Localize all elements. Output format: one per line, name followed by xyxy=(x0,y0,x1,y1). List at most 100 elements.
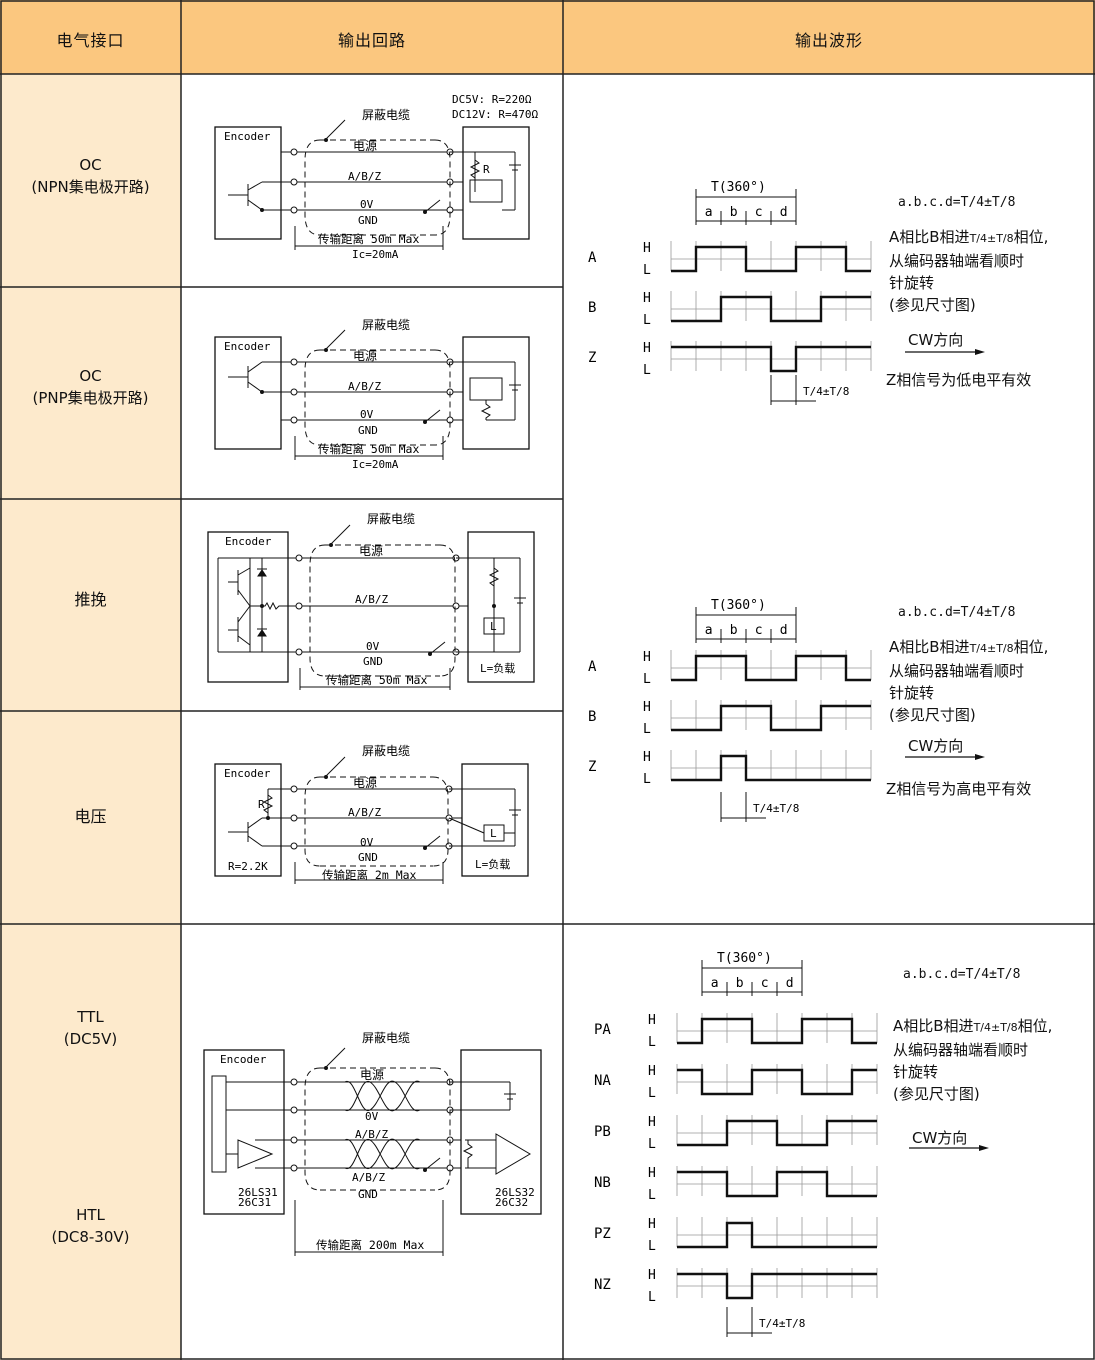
c3-load-box: L xyxy=(490,620,497,633)
c4-load-box: L xyxy=(490,827,497,840)
htl-voltage: (DC8-30V) xyxy=(51,1228,130,1246)
c1-shield: 屏蔽电缆 xyxy=(362,108,410,122)
wave2-L-B: L xyxy=(643,722,651,737)
c1-0v: 0V xyxy=(360,198,374,211)
c1-power: 电源 xyxy=(353,139,377,153)
wave3-trace-PA xyxy=(677,1017,877,1045)
wave1-desc1b: 相位, xyxy=(1013,228,1049,246)
row5-label-ttl: TTL (DC5V) xyxy=(0,1006,181,1050)
wave3-seg-b: b xyxy=(736,976,744,991)
wave1-trace-B xyxy=(671,295,871,323)
c2-0v: 0V xyxy=(360,408,374,421)
c5-encoder-label: Encoder xyxy=(220,1053,267,1066)
wave3-abcd-frac: T/4±T/8 xyxy=(965,967,1021,982)
wave1-z-note: Z相信号为低电平有效 xyxy=(886,371,1032,389)
ttl-voltage: (DC5V) xyxy=(63,1030,118,1048)
wave2-period: T(360°) xyxy=(711,598,766,613)
c1-dc5v: DC5V: R=220Ω xyxy=(452,93,532,106)
wave3-trace-NZ xyxy=(677,1272,877,1300)
wave3-seg-c: c xyxy=(761,976,769,991)
row2-label-line1: OC xyxy=(79,367,102,385)
wave3-L-PA: L xyxy=(648,1035,656,1050)
wave1-abcd: a.b.c.d=T/4±T/8 xyxy=(898,192,1015,214)
circuit-linedriver: Encoder xyxy=(203,1031,542,1256)
wave2-desc-line3: 针旋转 xyxy=(889,684,935,702)
wave3-H-NA: H xyxy=(648,1064,656,1079)
wave1-trace-A xyxy=(671,245,871,273)
wave2-trace-A xyxy=(671,654,871,682)
c1-encoder-label: Encoder xyxy=(224,130,271,143)
c5-ic-right1: 26LS32 xyxy=(495,1186,535,1199)
wave2-desc1: A相比B相进 xyxy=(889,638,970,656)
wave1-L-A: L xyxy=(643,263,651,278)
wave3-trace-PZ xyxy=(677,1221,877,1249)
wave3-sig-PA: PA xyxy=(594,1022,611,1038)
wave1-sig-A: A xyxy=(588,250,597,266)
wave1-desc-line2: 从编码器轴端看顺时 xyxy=(889,252,1025,270)
wave3-cw: CW方向 xyxy=(912,1129,968,1147)
row3-label: 推挽 xyxy=(74,590,107,609)
c2-ic: Ic=20mA xyxy=(352,458,399,471)
wave2-trace-B xyxy=(671,704,871,732)
wave3-zwidth: T/4±T/8 xyxy=(759,1317,805,1330)
row2-label-line2: (PNP集电极开路) xyxy=(32,389,149,407)
wave2-desc-line4: (参见尺寸图) xyxy=(889,706,976,724)
c5-0v: 0V xyxy=(365,1110,379,1123)
c1-ic: Ic=20mA xyxy=(352,248,399,261)
c4-encoder-label: Encoder xyxy=(224,767,271,780)
c3-shield: 屏蔽电缆 xyxy=(367,512,415,526)
c5-gnd: GND xyxy=(358,1188,378,1201)
wave1-H-B: H xyxy=(643,291,651,306)
wave3-H-PB: H xyxy=(648,1115,656,1130)
wave1-description: A相比B相进T/4±T/8相位, 从编码器轴端看顺时 针旋转 (参见尺寸图) xyxy=(889,226,1048,316)
c1-distance: 传输距离 50m Max xyxy=(318,232,419,246)
wave3-sig-PB: PB xyxy=(594,1124,611,1140)
c5-ic-right2: 26C32 xyxy=(495,1196,528,1209)
wave3-sig-NZ: NZ xyxy=(594,1277,611,1293)
header-circuit: 输出回路 xyxy=(337,31,406,50)
c3-distance: 传输距离 50m Max xyxy=(326,673,427,687)
wave1-abcd-frac: T/4±T/8 xyxy=(960,195,1016,210)
header-waveform: 输出波形 xyxy=(794,31,863,50)
c2-distance: 传输距离 50m Max xyxy=(318,442,419,456)
wave2-seg-d: d xyxy=(780,623,788,638)
wave3-desc1: A相比B相进 xyxy=(893,1017,974,1035)
wave3-sig-PZ: PZ xyxy=(594,1226,611,1242)
wave3-trace-NB xyxy=(677,1170,877,1198)
wave1-trace-Z xyxy=(671,345,871,373)
wave2-H-A: H xyxy=(643,650,651,665)
wave3-seg-d: d xyxy=(786,976,794,991)
c3-gnd: GND xyxy=(363,655,383,668)
wave2-desc-line2: 从编码器轴端看顺时 xyxy=(889,662,1025,680)
row4-label: 电压 xyxy=(74,807,107,826)
wave2-abcd: a.b.c.d=T/4±T/8 xyxy=(898,602,1015,624)
c5-abz-bottom: A/B/Z xyxy=(352,1171,385,1184)
c5-abz-top: A/B/Z xyxy=(355,1128,388,1141)
wave2-L-Z: L xyxy=(643,772,651,787)
wave3-desc-line4: (参见尺寸图) xyxy=(893,1085,980,1103)
wave3-L-PZ: L xyxy=(648,1239,656,1254)
wave3-L-NB: L xyxy=(648,1188,656,1203)
header-row xyxy=(0,0,1095,74)
c2-power: 电源 xyxy=(353,349,377,363)
c3-encoder-label: Encoder xyxy=(225,535,272,548)
circuit-pnp: Encoder xyxy=(214,318,530,471)
c3-load: L=负载 xyxy=(480,661,515,675)
wave3-abcd: a.b.c.d=T/4±T/8 xyxy=(903,964,1020,986)
row1-label-line1: OC xyxy=(79,156,102,174)
wave3-H-PA: H xyxy=(648,1013,656,1028)
wave3-abcd-label: a.b.c.d= xyxy=(903,967,966,982)
c4-0v: 0V xyxy=(360,836,374,849)
c1-dc12v: DC12V: R=470Ω xyxy=(452,108,538,121)
wave3-desc-line3: 针旋转 xyxy=(893,1063,939,1081)
wave3-H-PZ: H xyxy=(648,1217,656,1232)
wave1-L-Z: L xyxy=(643,363,651,378)
c3-power: 电源 xyxy=(359,544,383,558)
wave2-sig-B: B xyxy=(588,709,596,725)
